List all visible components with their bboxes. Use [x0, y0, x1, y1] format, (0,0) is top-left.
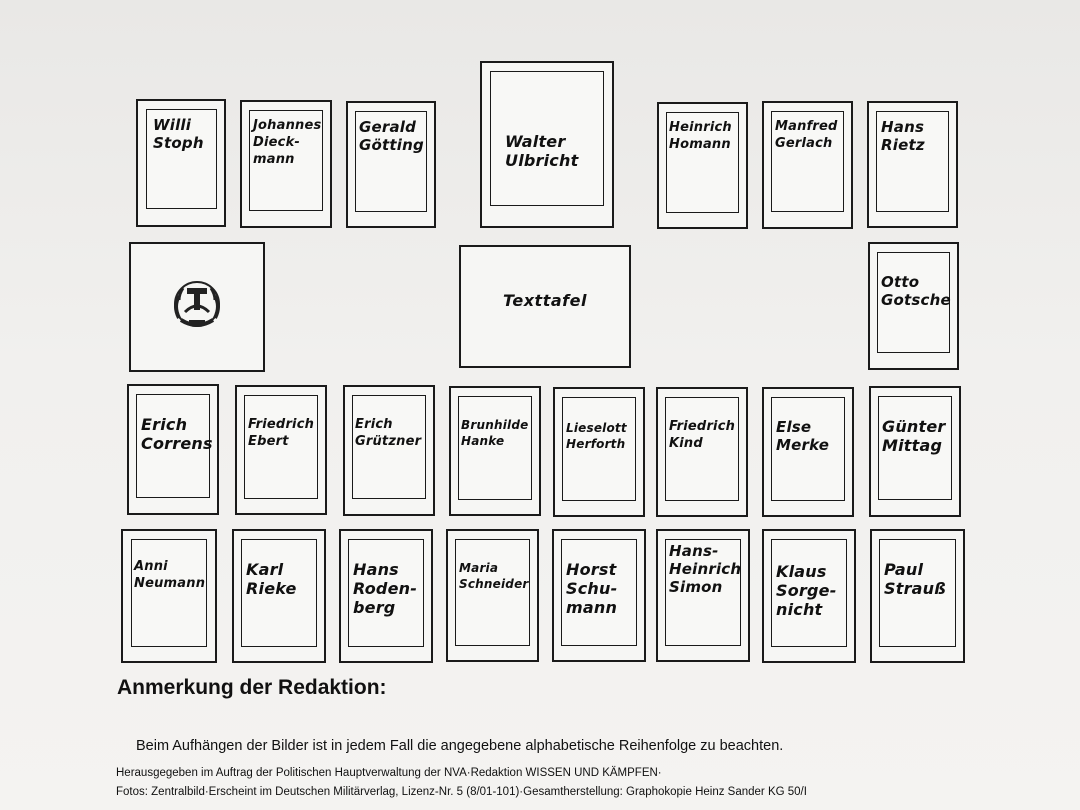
portrait-frame: Paul Strauß: [870, 529, 965, 663]
portrait-photo-area: Friedrich Kind: [665, 397, 739, 501]
portrait-frame: Friedrich Ebert: [235, 385, 327, 515]
texttafel-label: Texttafel: [503, 291, 587, 310]
portrait-photo-area: Hans Roden- berg: [348, 539, 424, 647]
portrait-photo-area: Gerald Götting: [355, 111, 427, 212]
portrait-name: Maria Schneider: [459, 561, 529, 591]
portrait-name: Friedrich Ebert: [248, 417, 315, 449]
portrait-name: Johannes Dieck- mann: [253, 118, 322, 167]
gdr-emblem-icon: [169, 274, 225, 336]
portrait-name: Friedrich Kind: [669, 419, 736, 451]
portrait-photo-area: Anni Neumann: [131, 539, 207, 647]
portrait-frame: Willi Stoph: [136, 99, 226, 227]
portrait-name: Paul Strauß: [884, 560, 946, 598]
portrait-name: Else Merke: [776, 418, 830, 454]
portrait-frame: Erich Correns: [127, 384, 219, 515]
portrait-frame: Hans Roden- berg: [339, 529, 433, 663]
portrait-frame: Lieselott Herforth: [553, 387, 645, 517]
portrait-name: Manfred Gerlach: [775, 119, 838, 151]
portrait-frame: Otto Gotsche: [868, 242, 959, 370]
portrait-photo-area: Hans- Heinrich Simon: [665, 539, 741, 646]
portrait-photo-area: Günter Mittag: [878, 396, 952, 500]
portrait-name: Erich Correns: [141, 415, 213, 453]
portrait-frame: Erich Grützner: [343, 385, 435, 516]
portrait-frame: Günter Mittag: [869, 386, 961, 517]
portrait-frame: Hans- Heinrich Simon: [656, 529, 750, 662]
portrait-name: Lieselott Herforth: [566, 421, 627, 451]
portrait-frame: Manfred Gerlach: [762, 101, 853, 229]
portrait-name: Heinrich Homann: [669, 120, 732, 152]
texttafel-panel: Texttafel: [459, 245, 631, 368]
portrait-frame: Brunhilde Hanke: [449, 386, 541, 516]
portrait-frame-large: Walter Ulbricht: [480, 61, 614, 228]
portrait-name: Günter Mittag: [882, 417, 946, 455]
portrait-frame: Hans Rietz: [867, 101, 958, 228]
portrait-frame: Klaus Sorge- nicht: [762, 529, 856, 663]
editorial-note-heading: Anmerkung der Redaktion:: [117, 676, 387, 699]
portrait-name: Brunhilde Hanke: [461, 418, 529, 448]
portrait-photo-area: Johannes Dieck- mann: [249, 110, 323, 211]
portrait-photo-area: Else Merke: [771, 397, 845, 501]
portrait-photo-area: Willi Stoph: [146, 109, 217, 209]
portrait-name: Anni Neumann: [134, 559, 206, 591]
portrait-photo-area: Lieselott Herforth: [562, 397, 636, 501]
portrait-frame: Karl Rieke: [232, 529, 326, 663]
portrait-frame: Johannes Dieck- mann: [240, 100, 332, 228]
portrait-frame: Friedrich Kind: [656, 387, 748, 517]
portrait-photo-area: Manfred Gerlach: [771, 111, 844, 212]
portrait-name: Walter Ulbricht: [505, 132, 579, 170]
portrait-frame: Heinrich Homann: [657, 102, 748, 229]
portrait-frame: Maria Schneider: [446, 529, 539, 662]
emblem-panel: [129, 242, 265, 372]
credits-line-1: Herausgegeben im Auftrag der Politischen…: [116, 767, 662, 779]
portrait-name: Karl Rieke: [246, 560, 297, 598]
portrait-photo-area: Horst Schu- mann: [561, 539, 637, 646]
portrait-photo-area: Paul Strauß: [879, 539, 956, 647]
portrait-photo-area: Erich Correns: [136, 394, 213, 498]
portrait-photo-area: Hans Rietz: [876, 111, 949, 212]
portrait-name: Willi Stoph: [153, 116, 204, 152]
portrait-name: Erich Grützner: [355, 417, 422, 449]
portrait-name: Hans- Heinrich Simon: [669, 542, 742, 596]
portrait-photo-area: Brunhilde Hanke: [458, 396, 532, 500]
editorial-note-text: Beim Aufhängen der Bilder ist in jedem F…: [136, 738, 784, 754]
portrait-frame: Gerald Götting: [346, 101, 436, 228]
portrait-frame: Else Merke: [762, 387, 854, 517]
portrait-frame: Anni Neumann: [121, 529, 217, 663]
portrait-frame: Horst Schu- mann: [552, 529, 646, 662]
portrait-name: Horst Schu- mann: [566, 560, 618, 617]
portrait-photo-area: Heinrich Homann: [666, 112, 739, 213]
portrait-photo-area: Erich Grützner: [352, 395, 426, 499]
portrait-name: Klaus Sorge- nicht: [776, 562, 837, 619]
portrait-photo-area: Klaus Sorge- nicht: [771, 539, 847, 647]
portrait-photo-area: Otto Gotsche: [877, 252, 951, 353]
portrait-name: Hans Roden- berg: [353, 560, 418, 617]
portrait-name: Gerald Götting: [359, 118, 424, 154]
credits-line-2: Fotos: Zentralbild·Erscheint im Deutsche…: [116, 786, 807, 798]
portrait-photo-area: Maria Schneider: [455, 539, 530, 646]
portrait-name: Hans Rietz: [881, 118, 925, 154]
portrait-name: Otto Gotsche: [881, 273, 951, 309]
portrait-photo-area: Walter Ulbricht: [490, 71, 604, 206]
portrait-photo-area: Friedrich Ebert: [244, 395, 318, 499]
portrait-photo-area: Karl Rieke: [241, 539, 317, 647]
